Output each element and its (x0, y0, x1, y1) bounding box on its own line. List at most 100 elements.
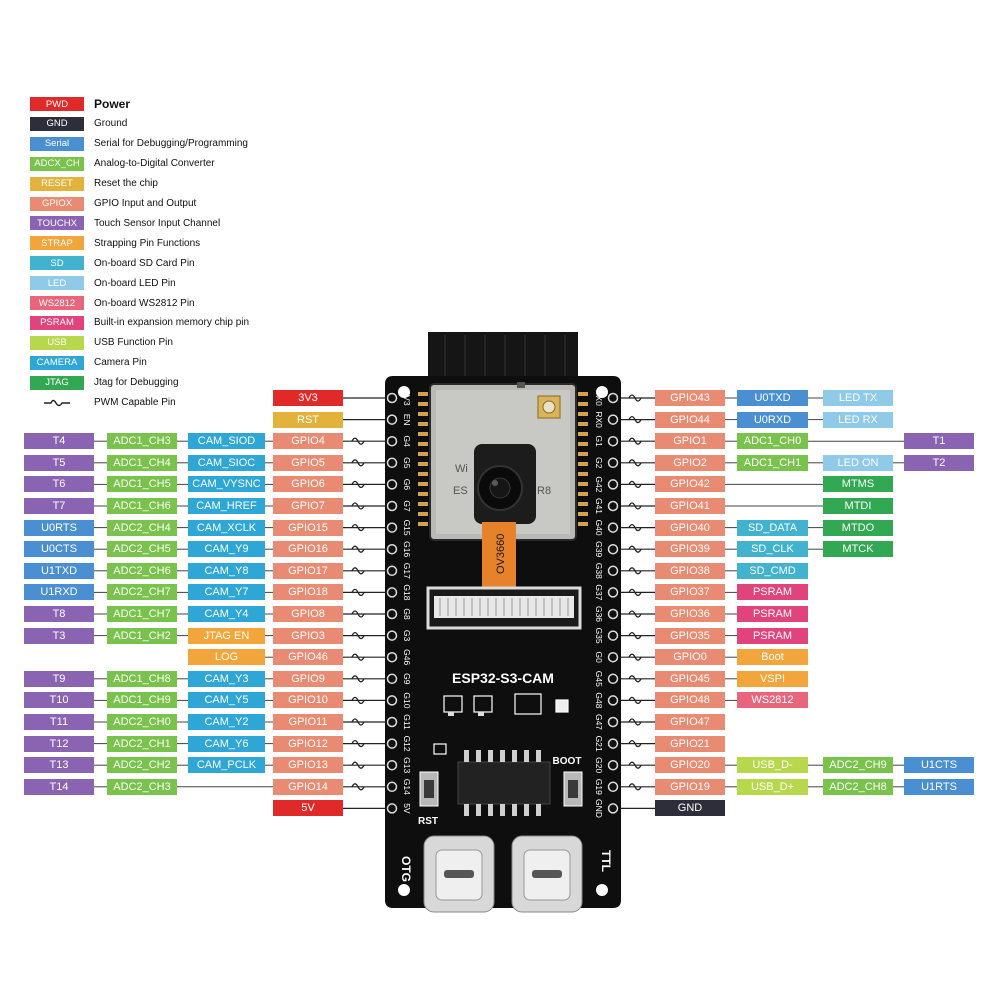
pin-label: GPIO44 (655, 411, 725, 428)
header-labels: 3V3ENG4G5G6G7G15G16G17G18G8G3G46G9G10G11… (402, 390, 604, 818)
pin-label: CAM_XCLK (188, 519, 265, 536)
pin-label: ADC1_CH1 (737, 454, 808, 471)
pin-label: T13 (24, 757, 94, 774)
usb-uart-chip (457, 761, 551, 805)
header-pin-label: G3 (402, 630, 412, 642)
pin-label: U0TXD (737, 390, 808, 406)
header-pin-label: G10 (402, 692, 412, 708)
pin-label: GPIO9 (273, 670, 343, 687)
pin-hole (607, 587, 619, 598)
pin-label: U0CTS (24, 541, 94, 558)
legend-swatch: STRAP (30, 236, 84, 251)
header-pin-label: G19 (594, 779, 604, 795)
legend-description: Analog-to-Digital Converter (94, 158, 215, 170)
header-pin-label: G45 (594, 671, 604, 687)
pin-label: GPIO8 (273, 606, 343, 622)
board-name: ESP32-S3-CAM (452, 670, 554, 686)
pin-label: GPIO20 (655, 757, 725, 774)
pin-label: MTDO (823, 519, 893, 536)
header-pin-label: G47 (594, 714, 604, 730)
pwm-wave-icon (351, 783, 365, 791)
legend-description: Power (94, 97, 131, 111)
pin-label: GPIO7 (273, 498, 343, 514)
header-holes (386, 392, 619, 814)
pin-hole (607, 716, 619, 728)
pin-label: ADC2_CH6 (107, 562, 177, 579)
pin-hole (386, 803, 398, 814)
pwm-wave-icon (628, 761, 642, 769)
pin-label: GPIO3 (273, 627, 343, 644)
pin-label: 5V (273, 800, 343, 817)
pwm-wave-icon (628, 631, 642, 640)
legend-swatch: GPIOX (30, 196, 84, 211)
pin-label: ADC2_CH2 (107, 757, 177, 774)
pwm-wave-icon (628, 480, 642, 489)
pin-hole (386, 587, 398, 598)
pin-label: GPIO36 (655, 606, 725, 622)
header-pin-label: G6 (402, 479, 412, 491)
pin-label: CAM_Y9 (188, 541, 265, 558)
pwm-wave-icon (628, 653, 642, 661)
pwm-wave-icon (351, 631, 365, 640)
pin-label: T10 (24, 692, 94, 709)
antenna (428, 332, 578, 384)
pin-label: U1CTS (904, 757, 974, 774)
pin-label: ADC2_CH0 (107, 714, 177, 730)
header-pin-label: G16 (402, 541, 412, 557)
pin-label: PSRAM (737, 606, 808, 622)
pin-label: ADC2_CH7 (107, 584, 177, 601)
pwm-wave-icon (351, 675, 365, 683)
header-pin-label: G37 (594, 584, 604, 600)
module-text-left: Wi (455, 463, 468, 475)
legend-swatch: PSRAM (30, 315, 84, 330)
pin-label: GPIO14 (273, 778, 343, 795)
pin-label: GPIO47 (655, 714, 725, 730)
pin-label: GPIO13 (273, 757, 343, 774)
pin-label: USB_D+ (737, 778, 808, 795)
legend-swatch: GND (30, 116, 84, 131)
legend-description: Camera Pin (94, 357, 147, 369)
pin-label: ADC2_CH3 (107, 778, 177, 795)
pin-hole (607, 414, 619, 425)
pwm-wave-icon (628, 567, 642, 575)
header-pin-label: G41 (594, 498, 604, 514)
pin-label: ADC2_CH1 (107, 735, 177, 752)
pin-label: T4 (24, 433, 94, 450)
header-pin-label: G0 (594, 652, 604, 664)
legend-description: Jtag for Debugging (94, 377, 179, 389)
legend-description: PWM Capable Pin (94, 397, 176, 408)
pin-label: LED TX (823, 390, 893, 406)
header-pin-label: GND (594, 799, 604, 818)
pin-hole (607, 500, 619, 512)
rst-label: RST (418, 816, 438, 827)
pin-label: LED RX (823, 411, 893, 428)
legend-swatch: SD (30, 256, 84, 271)
module-text-right: R8 (537, 485, 551, 497)
pin-label: GPIO19 (655, 778, 725, 795)
pwm-wave-icon (351, 718, 365, 726)
pwm-wave-icon (628, 675, 642, 683)
pin-label: GPIO21 (655, 735, 725, 752)
legend-item: PSRAM Built-in expansion memory chip pin (30, 315, 249, 331)
header-pin-label: G40 (594, 520, 604, 536)
header-pin-label: G46 (402, 649, 412, 665)
pin-label: ADC2_CH5 (107, 541, 177, 558)
pin-hole (386, 695, 398, 706)
header-pin-label: G42 (594, 476, 604, 492)
legend-description: Built-in expansion memory chip pin (94, 317, 250, 329)
pwm-wave-icon (628, 394, 642, 402)
pwm-wave-icon (628, 783, 642, 791)
pin-connector-lines (94, 394, 904, 810)
legend-description: Ground (94, 118, 128, 130)
pin-hole (386, 500, 398, 512)
pwm-wave-icon (351, 480, 365, 489)
pin-hole (607, 738, 619, 749)
pin-hole (607, 457, 619, 469)
pin-label: SD_DATA (737, 519, 808, 536)
legend-description: On-board SD Card Pin (94, 257, 195, 269)
pin-hole (607, 803, 619, 814)
